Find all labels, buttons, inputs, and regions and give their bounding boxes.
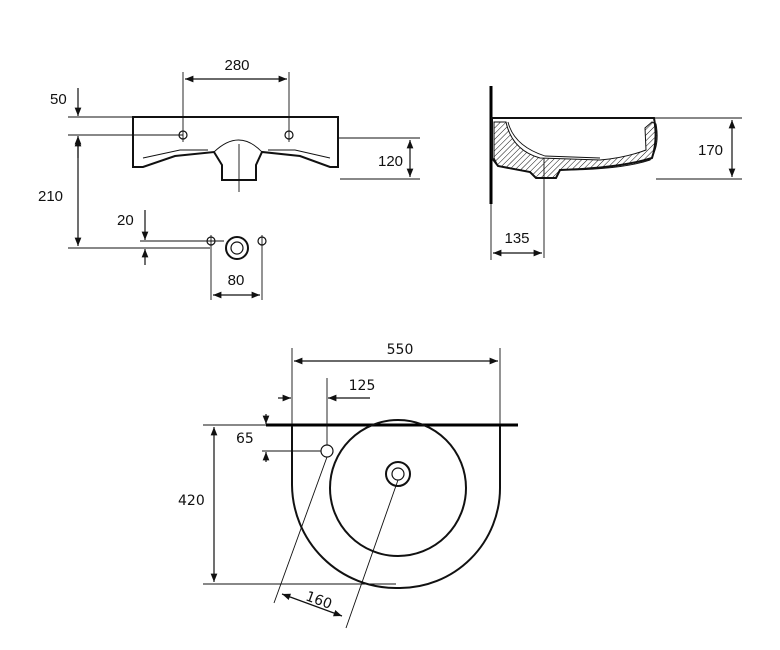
basin-top-outline bbox=[291, 426, 501, 589]
dim-20: 20 bbox=[117, 212, 134, 229]
basin-side-section bbox=[493, 121, 658, 179]
basin-front-outline bbox=[132, 116, 339, 181]
dim-420: 420 bbox=[178, 493, 205, 509]
dim-125: 125 bbox=[349, 378, 376, 394]
top-view: 550 125 65 420 160 bbox=[178, 342, 518, 629]
dim-120: 120 bbox=[378, 153, 403, 170]
dim-280: 280 bbox=[224, 57, 249, 74]
dim-50: 50 bbox=[50, 91, 67, 108]
drain-outer bbox=[385, 461, 411, 487]
waste-outlet-outer bbox=[225, 236, 249, 260]
front-view: 280 50 120 210 20 80 bbox=[38, 57, 420, 300]
dim-550: 550 bbox=[387, 342, 414, 358]
dim-135: 135 bbox=[504, 230, 529, 247]
dim-170: 170 bbox=[698, 142, 723, 159]
waste-outlet-inner bbox=[230, 241, 244, 255]
dim-160: 160 bbox=[303, 589, 334, 613]
dim-65: 65 bbox=[236, 431, 254, 447]
drain-inner bbox=[391, 467, 405, 481]
dim-210: 210 bbox=[38, 188, 63, 205]
dim-80: 80 bbox=[228, 272, 245, 289]
tap-hole-top bbox=[320, 444, 334, 458]
side-view: 170 135 bbox=[489, 86, 742, 260]
bowl-outline bbox=[329, 419, 467, 557]
